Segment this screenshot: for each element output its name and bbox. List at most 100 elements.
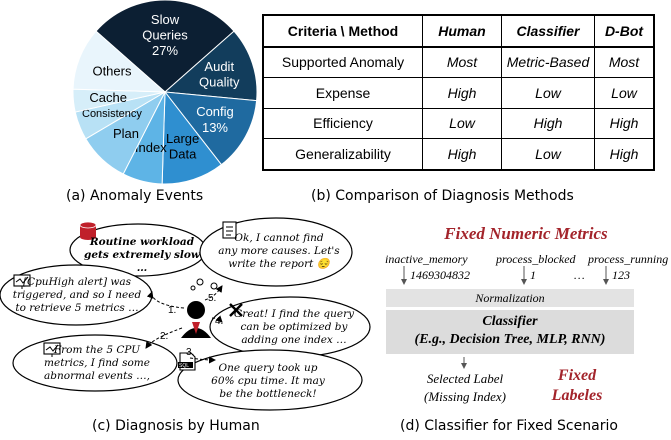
table-row: Generalizability High Low High [262,138,655,170]
caption-b: (b) Comparison of Diagnosis Methods [311,188,574,204]
step-label: 1. [168,305,176,316]
human-diagnosis-diagram: SQL 1. 2. 3. 4. 5. [0,217,371,411]
cell-classifier: Low [501,138,595,170]
bubble-line: adding one index … [241,334,347,346]
cell-human: High [422,138,502,170]
step-label: 3. [186,347,194,358]
pie-slice [72,30,167,93]
cell-classifier: High [501,107,595,139]
cell-human: Most [422,46,502,78]
header-human: Human [422,14,502,48]
bubble-1-text: Routine workload gets extremely slow … [82,236,202,275]
bubble-line: gets extremely slow … [84,249,200,274]
metric-name: inactive_memory [385,252,468,266]
cell-human: Low [422,107,502,139]
cell-dbot: Low [594,77,655,109]
step-label: 5. [208,293,216,304]
pie-slice [163,91,258,166]
classifier-subtitle: (E.g., Decision Tree, MLP, RNN) [414,332,606,347]
bubble-line: 60% cpu time. It may [211,375,325,387]
bubble-line: to retrieve 5 metrics … [15,302,139,314]
bubble-line: abnormal events …, [44,370,150,382]
metric-name: process_running [588,252,669,266]
tools-icon [229,303,243,317]
normalization-box: Normalization [386,289,634,307]
table-header-row: Criteria \ Method Human Classifier D-Bot [262,14,655,48]
bubble-5-text: From the 5 CPU metrics, I find some abno… [32,344,162,383]
cell-human: High [422,77,502,109]
cell-dbot: High [594,107,655,139]
cell-classifier: Metric-Based [501,46,595,78]
bubble-line: write the report 😔 [228,258,330,270]
bubble-line: Great! I find the query [233,308,355,320]
caption-a: (a) Anomaly Events [66,188,204,204]
pie-label: Plan [113,126,139,141]
bubble-line: can be optimized by [240,321,348,333]
bubble-line: be the bottleneck! [219,388,317,400]
selected-line: Selected Label [426,371,504,386]
monitor-icon [43,342,61,357]
step-label: 4. [215,316,223,327]
caption-c: (c) Diagnosis by Human [92,418,260,434]
bubble-line: any more causes. Let's [218,245,340,257]
row-label: Generalizability [262,138,423,170]
bubble-3-text: [CpuHigh alert] was triggered, and so I … [8,276,146,315]
bubble-6 [177,349,363,411]
pie-slice [163,30,258,102]
cell-classifier: Low [501,77,595,109]
metric-value: 123 [612,268,630,282]
bubble-line: triggered, and so I need [12,289,142,301]
metric-name: process_blocked [496,252,576,266]
header-dbot: D-Bot [594,14,655,48]
metric-value: 1469304832 [410,268,470,282]
bubble-line: metrics, I find some [44,357,150,369]
sql-label: SQL [179,363,189,369]
row-label: Efficiency [262,107,423,139]
table-row: Efficiency Low High High [262,107,655,139]
table-row: Expense High Low Low [262,77,655,109]
sql-file-icon [178,352,196,371]
comparison-table: Criteria \ Method Human Classifier D-Bot… [262,14,655,171]
report-icon [222,221,237,239]
bubble-2-text: Ok, I cannot find any more causes. Let's… [216,232,342,271]
bubble-2 [199,217,353,287]
fixed-metrics-title: Fixed Numeric Metrics [444,224,608,243]
pie-slice [95,0,235,93]
classifier-box: Classifier (E.g., Decision Tree, MLP, RN… [386,310,634,354]
database-icon [79,221,97,240]
bubble-line: [CpuHigh alert] was [22,276,132,288]
fixed-labels: Fixed Labeles [537,366,617,406]
cell-dbot: Most [594,46,655,78]
person-icon [181,301,211,338]
header-classifier: Classifier [501,14,595,48]
bubble-line: Routine workload [89,236,195,248]
row-label: Supported Anomaly [262,46,423,78]
classifier-title: Classifier [482,314,538,329]
fixed-line: Fixed [557,367,597,384]
table-row: Supported Anomaly Most Metric-Based Most [262,46,655,78]
step-label: 2. [160,331,168,342]
bubble-6-text: One query took up 60% cpu time. It may b… [198,362,338,401]
metric-value: 1 [530,268,536,282]
fixed-line: Labeles [551,387,603,404]
bubble-line: From the 5 CPU [53,344,141,356]
pie-label: Index [135,140,167,155]
bubble-line: Ok, I cannot find [234,232,324,244]
caption-d: (d) Classifier for Fixed Scenario [400,418,618,434]
monitor-icon [13,274,31,289]
row-label: Expense [262,77,423,109]
selected-line: (Missing Index) [424,389,506,404]
header-criteria: Criteria \ Method [262,14,423,48]
bubble-line: One query took up [218,362,318,374]
bubble-4-text: Great! I find the query can be optimized… [226,308,362,347]
pie-label: Others [92,64,132,79]
cell-dbot: High [594,138,655,170]
pie-label: Cache [89,90,127,105]
metric-name: … [574,268,585,282]
selected-label: Selected Label (Missing Index) [410,370,520,406]
